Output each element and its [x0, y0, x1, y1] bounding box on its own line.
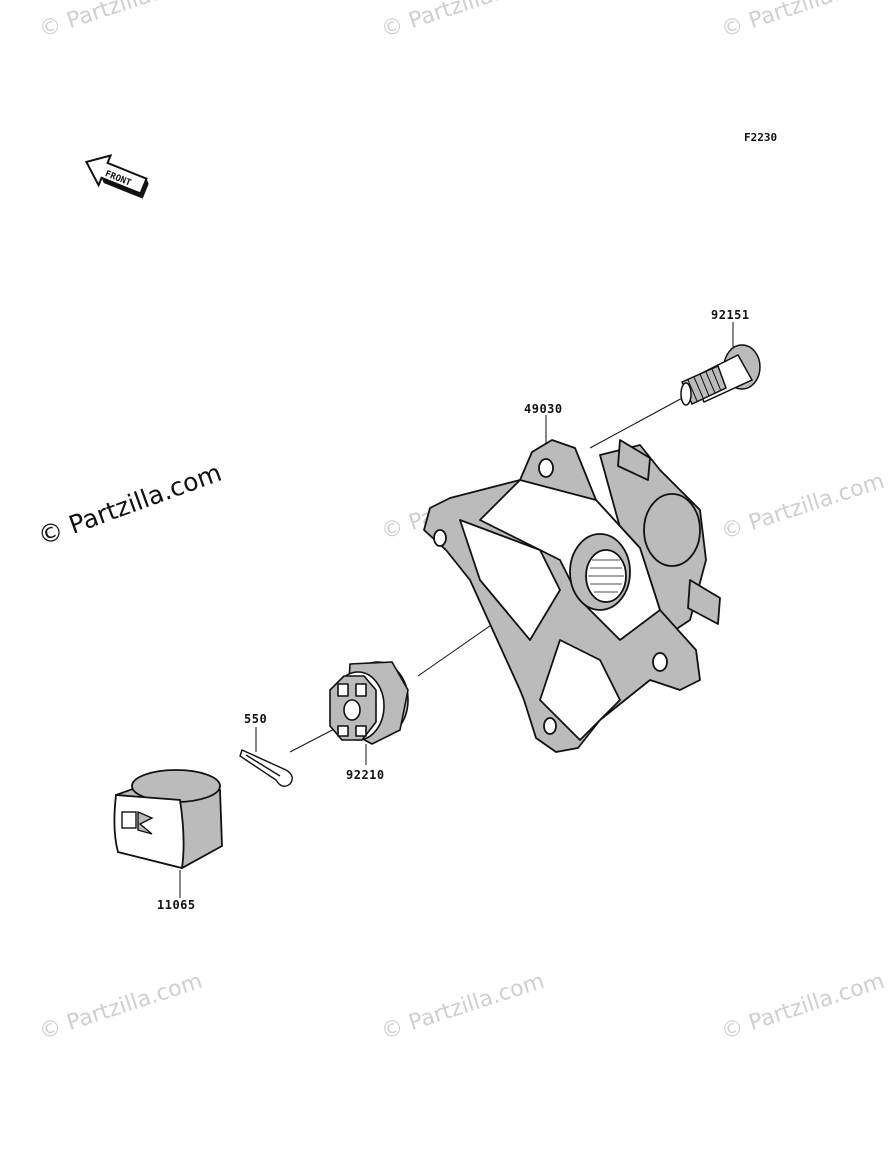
- front-arrow-icon: FRONT: [84, 154, 149, 199]
- part-label-49030: 49030: [524, 402, 563, 416]
- cotter-pin-550: [239, 749, 293, 787]
- part-label-550: 550: [244, 712, 268, 726]
- bolt-92151: [680, 344, 761, 406]
- diagram-code: F2230: [744, 131, 778, 144]
- hub-49030: [423, 439, 721, 753]
- part-label-92210: 92210: [346, 768, 385, 782]
- nut-92210: [329, 661, 409, 745]
- cap-11065: [113, 769, 223, 870]
- part-label-92151: 92151: [711, 308, 750, 322]
- part-label-11065: 11065: [157, 898, 196, 912]
- kawasaki-logo-icon: [121, 810, 154, 835]
